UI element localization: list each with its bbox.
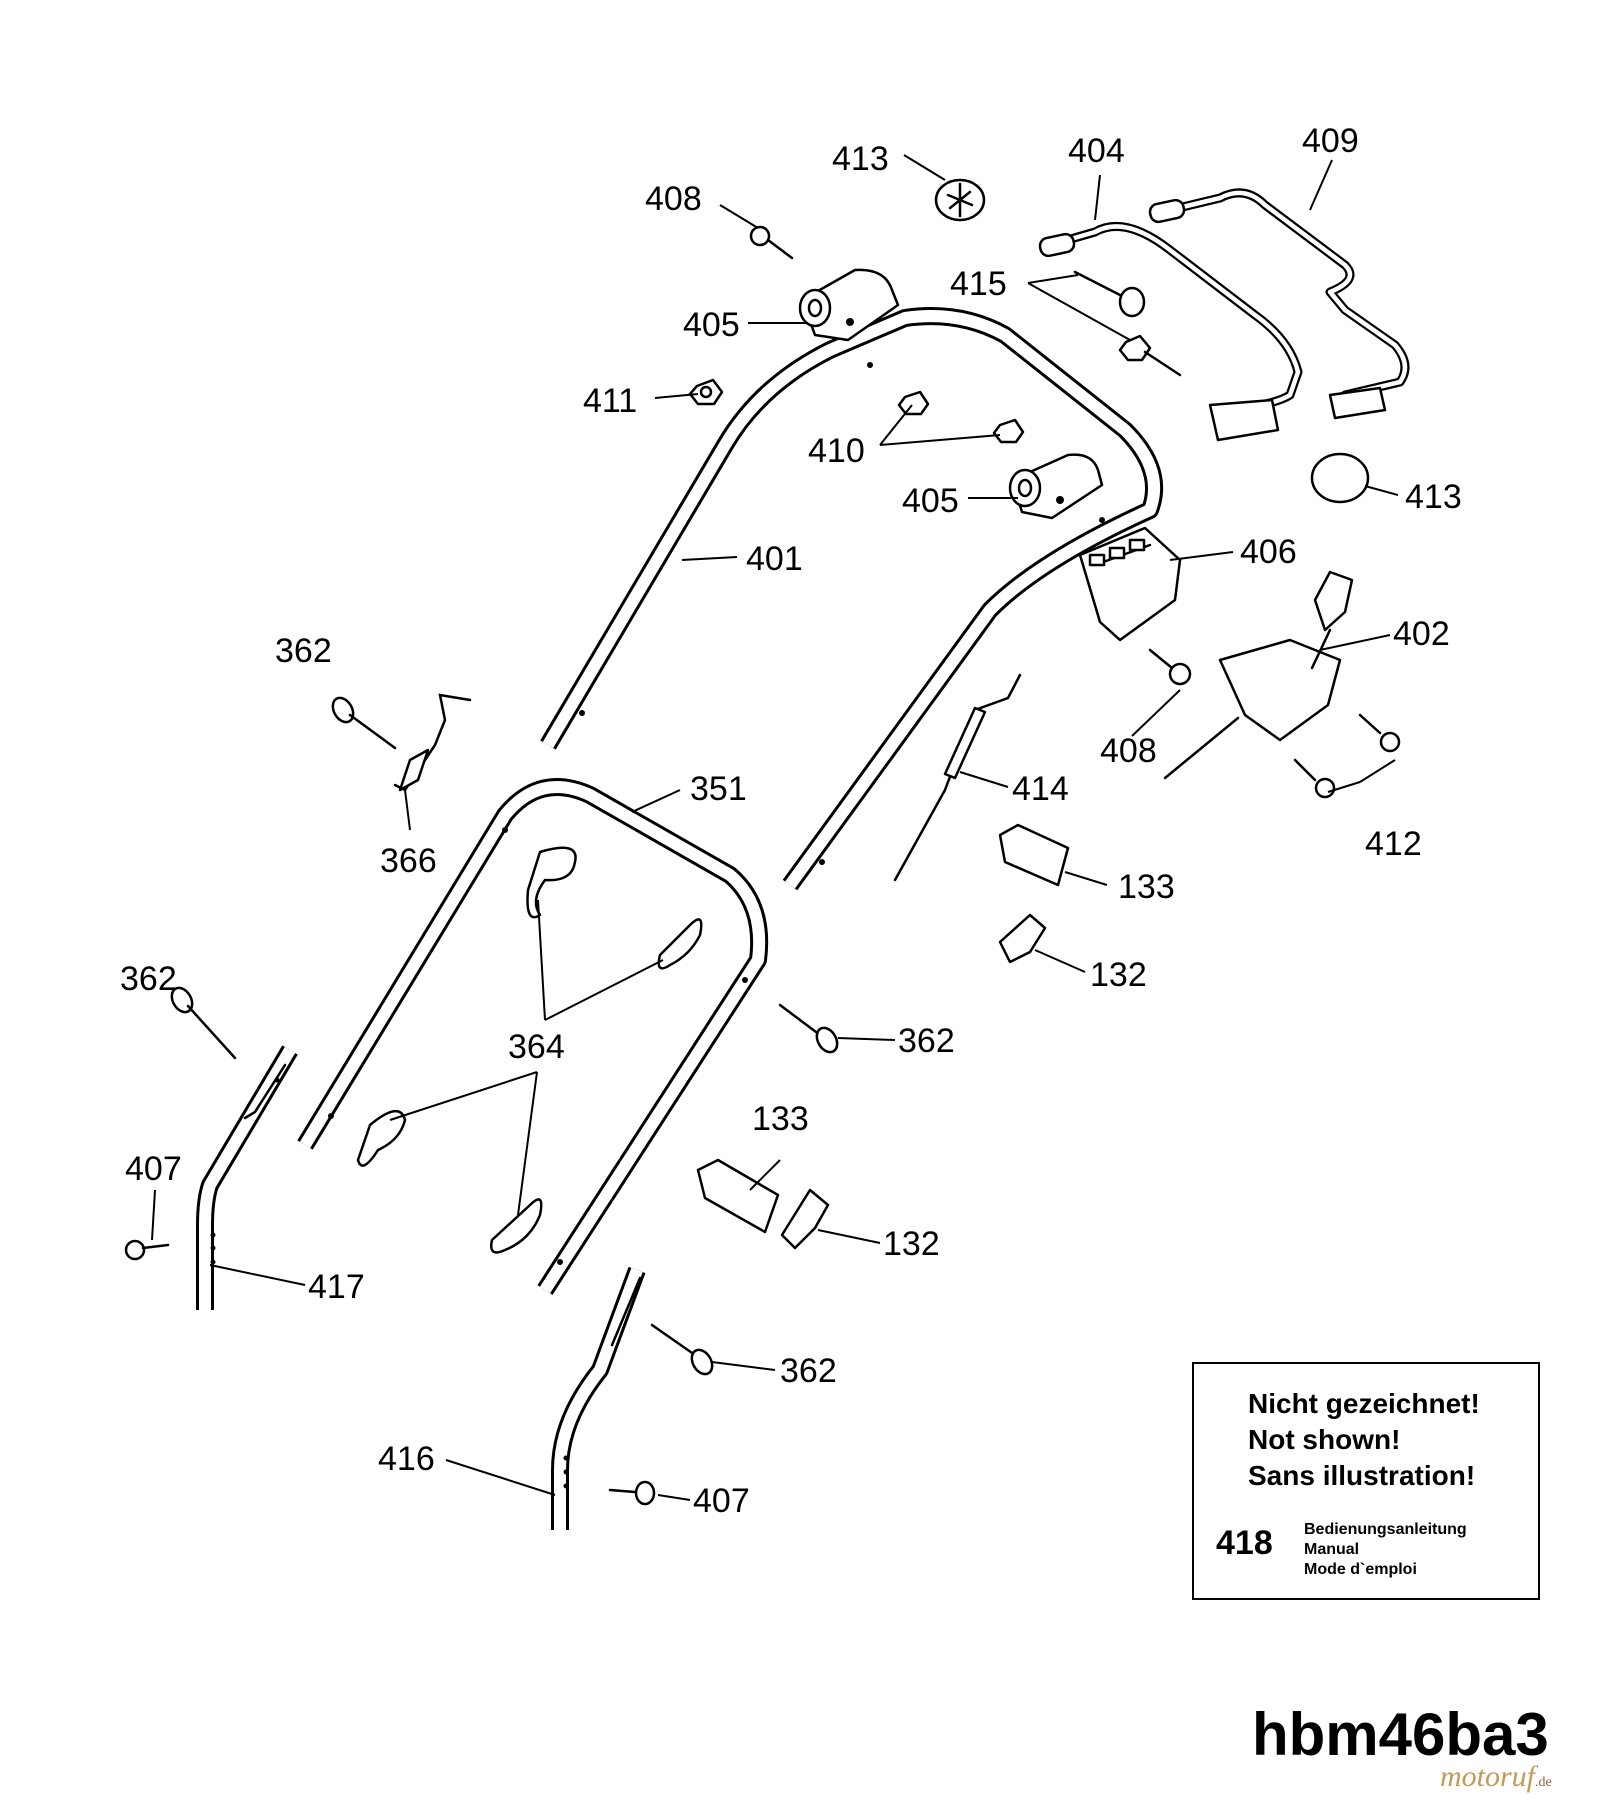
- bolt-407-b: [608, 1480, 656, 1506]
- wing-nut-364-d: [490, 1198, 543, 1254]
- control-lever-404: [1038, 221, 1303, 442]
- bolt-362-b: [170, 986, 237, 1060]
- wing-nut-364-a: [526, 846, 577, 919]
- cable-414: [893, 673, 1022, 882]
- pin-415-a: [1073, 270, 1146, 318]
- clip-133-b: [696, 1158, 780, 1234]
- label-362-c: 362: [898, 1022, 955, 1060]
- label-408-lower: 408: [1100, 732, 1157, 770]
- wing-nut-364-c: [356, 1110, 407, 1167]
- lower-bar-416: [551, 1266, 646, 1530]
- watermark-suffix: .de: [1535, 1775, 1552, 1790]
- label-411: 411: [583, 382, 637, 420]
- label-132-a: 132: [1090, 956, 1147, 994]
- label-132-b: 132: [883, 1225, 940, 1263]
- label-362-b: 362: [120, 960, 177, 998]
- label-362-a: 362: [275, 632, 332, 670]
- note-heading-de: Nicht gezeichnet!: [1248, 1388, 1480, 1419]
- washer-413-star: [934, 178, 986, 222]
- label-408: 408: [645, 180, 702, 218]
- clip-133-a: [998, 823, 1070, 887]
- label-412: 412: [1365, 825, 1422, 863]
- label-366: 366: [380, 842, 437, 880]
- note-desc-en: Manual: [1304, 1541, 1360, 1558]
- note-heading-en: Not shown!: [1248, 1424, 1401, 1455]
- label-402: 402: [1393, 615, 1450, 653]
- not-shown-note: Nicht gezeichnet! Not shown! Sans illust…: [1192, 1362, 1540, 1600]
- label-406: 406: [1240, 533, 1297, 571]
- switch-box-406: [1078, 526, 1182, 642]
- label-415: 415: [950, 265, 1007, 303]
- model-code: hbm46ba3: [1252, 1701, 1549, 1768]
- label-405: 405: [683, 306, 740, 344]
- label-364: 364: [508, 1028, 565, 1066]
- part-labels: 413 404 409 408 415 405 411 410 413 405 …: [120, 122, 1462, 1520]
- upper-handle-401: [540, 307, 1164, 891]
- bolt-362-d: [650, 1323, 714, 1376]
- label-407-a: 407: [125, 1150, 182, 1188]
- label-409: 409: [1302, 122, 1359, 160]
- leader-lines: [151, 154, 1399, 1501]
- screw-412-a: [1358, 713, 1401, 753]
- note-desc-fr: Mode d`emploi: [1304, 1561, 1417, 1578]
- bolt-362-c: [778, 1003, 839, 1054]
- pivot-bracket-405-upper: [798, 268, 900, 342]
- wing-nut-364-b: [657, 918, 703, 970]
- lower-handle-351: [297, 778, 769, 1295]
- bolt-362-a: [331, 696, 397, 750]
- note-desc-de: Bedienungsanleitung: [1304, 1521, 1467, 1538]
- pivot-bracket-405-lower: [1008, 453, 1104, 520]
- label-401: 401: [746, 540, 803, 578]
- screw-408-lower: [1148, 648, 1192, 686]
- label-410: 410: [808, 432, 865, 470]
- throttle-402: [1163, 570, 1354, 780]
- label-414: 414: [1012, 770, 1069, 808]
- watermark-logo: motoruf.de: [1440, 1760, 1552, 1800]
- label-133-a: 133: [1118, 868, 1175, 906]
- label-413: 413: [832, 140, 889, 178]
- nut-410-b: [992, 418, 1025, 444]
- label-351: 351: [690, 770, 747, 808]
- cap-413: [1310, 452, 1370, 504]
- clip-132-b: [780, 1188, 830, 1250]
- label-417: 417: [308, 1268, 365, 1306]
- watermark-brand: motoruf: [1440, 1760, 1536, 1793]
- bolt-407-a: [124, 1239, 170, 1261]
- label-413-cap: 413: [1405, 478, 1462, 516]
- nut-410-a: [897, 390, 930, 416]
- control-lever-409: [1148, 188, 1410, 420]
- nut-411: [688, 378, 724, 406]
- pin-415-b: [1118, 334, 1182, 377]
- note-part-number: 418: [1216, 1524, 1273, 1562]
- label-362-d: 362: [780, 1352, 837, 1390]
- label-405-lower: 405: [902, 482, 959, 520]
- clip-132-a: [998, 913, 1047, 964]
- note-heading-fr: Sans illustration!: [1248, 1460, 1476, 1491]
- clip-366: [393, 693, 472, 792]
- label-407-b: 407: [693, 1482, 750, 1520]
- label-133-b: 133: [752, 1100, 809, 1138]
- bolt-408-upper: [749, 225, 794, 260]
- label-416: 416: [378, 1440, 435, 1478]
- label-404: 404: [1068, 132, 1125, 170]
- lower-bar-417: [196, 1045, 298, 1310]
